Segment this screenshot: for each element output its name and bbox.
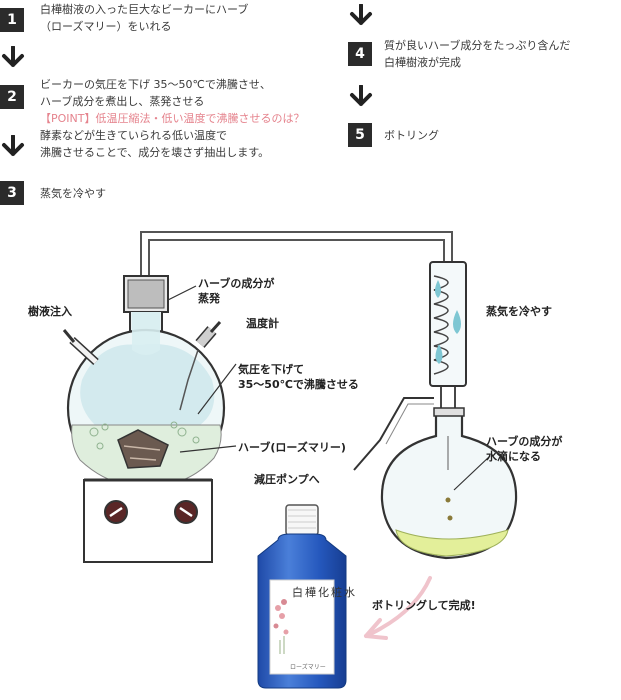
flask-stopper xyxy=(123,275,169,313)
step-1-text: 白樺樹液の入った巨大なビーカーにハーブ （ローズマリー）をいれる xyxy=(40,1,248,35)
down-arrow-icon xyxy=(350,4,372,25)
water-drop-icon xyxy=(435,344,443,364)
step-4-line-2: 白樺樹液が完成 xyxy=(384,56,461,69)
connecting-pipe xyxy=(140,231,453,282)
label-droplets-line-2: 水滴になる xyxy=(486,450,541,463)
product-bottle xyxy=(257,504,347,689)
water-drop-icon xyxy=(453,310,461,334)
label-pump: 減圧ポンプへ xyxy=(254,473,320,486)
step-4-number: 4 xyxy=(348,42,372,66)
sap-inlet-tube xyxy=(62,329,99,365)
label-pressure: 気圧を下げて 35～50℃で沸騰させる xyxy=(238,362,359,392)
step-1-number: 1 xyxy=(0,8,24,32)
down-arrow-icon xyxy=(350,85,372,106)
label-sap-inlet: 樹液注入 xyxy=(28,305,72,318)
water-drop-icon xyxy=(435,280,441,298)
down-arrow-icon xyxy=(2,135,24,156)
hot-plate xyxy=(83,478,213,563)
distilled-liquid xyxy=(395,529,509,557)
label-droplets-line-1: ハーブの成分が xyxy=(486,435,563,448)
bottle-title: 白樺化粧水 xyxy=(292,586,357,599)
step-5-line-1: ボトリング xyxy=(384,129,439,142)
step-4-text: 質が良いハーブ成分をたっぷり含んだ 白樺樹液が完成 xyxy=(384,37,570,71)
step-3-number: 3 xyxy=(0,181,24,205)
label-bottling: ボトリングして完成! xyxy=(372,599,476,612)
step-1-line-1: 白樺樹液の入った巨大なビーカーにハーブ xyxy=(40,3,249,16)
step-1-line-2: （ローズマリー）をいれる xyxy=(40,20,172,33)
label-thermometer: 温度計 xyxy=(246,317,279,330)
label-evaporate-line-1: ハーブの成分が xyxy=(198,277,275,290)
label-evaporate: ハーブの成分が 蒸発 xyxy=(198,276,274,306)
step-2-number: 2 xyxy=(0,85,24,109)
step-2-text: ビーカーの気圧を下げ 35～50℃で沸騰させ、 ハーブ成分を煮出し、蒸発させる … xyxy=(40,76,304,161)
step-2-line-2: ハーブ成分を煮出し、蒸発させる xyxy=(40,95,205,108)
step-3-text: 蒸気を冷やす xyxy=(40,185,106,202)
label-cooling: 蒸気を冷やす xyxy=(486,305,552,318)
step-2-note-1: 酵素などが生きていられる低い温度で xyxy=(40,129,227,142)
condenser xyxy=(429,261,467,430)
vacuum-line xyxy=(353,397,434,471)
step-3-line-1: 蒸気を冷やす xyxy=(40,187,106,200)
bottling-arrow-icon xyxy=(364,576,432,638)
step-4-line-1: 質が良いハーブ成分をたっぷり含んだ xyxy=(384,39,571,52)
label-herb: ハーブ(ローズマリー) xyxy=(238,441,346,454)
label-pressure-line-1: 気圧を下げて xyxy=(238,363,304,376)
step-2-line-1: ビーカーの気圧を下げ 35～50℃で沸騰させ、 xyxy=(40,78,271,91)
label-pressure-line-2: 35～50℃で沸騰させる xyxy=(238,378,359,391)
bottle-flower-illustration xyxy=(273,599,289,654)
down-arrow-icon xyxy=(2,46,24,67)
step-2-note-2: 沸騰させることで、成分を壊さず抽出します。 xyxy=(40,146,270,159)
bottle-subtitle: ローズマリー xyxy=(290,664,326,671)
receiving-flask xyxy=(380,410,518,560)
label-evaporate-line-2: 蒸発 xyxy=(198,292,220,305)
thermometer xyxy=(179,320,222,411)
bubbles xyxy=(89,421,200,450)
label-droplets: ハーブの成分が 水滴になる xyxy=(486,434,562,464)
step-2-point: 【POINT】低温圧縮法・低い温度で沸騰させるのは？ xyxy=(40,112,305,125)
step-5-number: 5 xyxy=(348,123,372,147)
step-5-text: ボトリング xyxy=(384,127,439,144)
